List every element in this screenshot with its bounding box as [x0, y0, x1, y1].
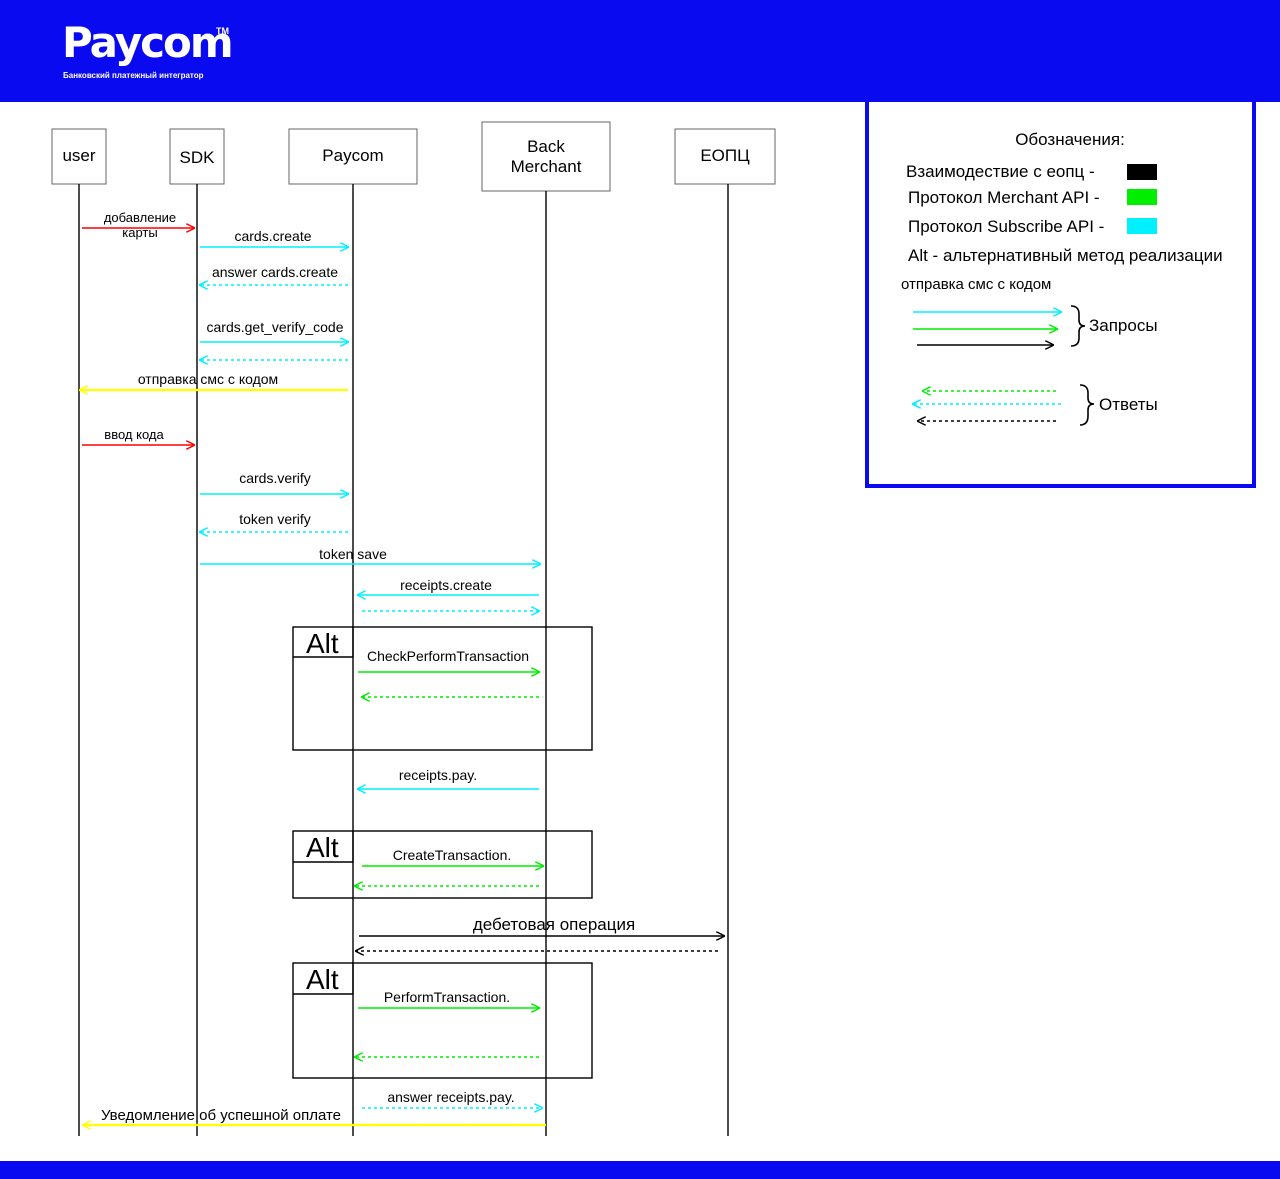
messages [80, 228, 724, 1125]
message-label: token save [319, 546, 387, 562]
participant-user: user [51, 128, 107, 185]
lifelines [78, 184, 729, 1136]
legend-swatch-merchant-api [1127, 189, 1157, 205]
message-label: receipts.create [400, 577, 492, 593]
trademark-mark: TM [216, 26, 229, 36]
legend-sms-note: отправка смс с кодом [901, 276, 1051, 293]
message-label: cards.get_verify_code [207, 319, 344, 335]
message-label: отправка смс с кодом [138, 371, 278, 387]
alt-frames: Alt Alt Alt [292, 626, 593, 1079]
message-label: Уведомление об успешной оплате [101, 1107, 341, 1124]
participant-sdk: SDK [169, 128, 225, 185]
legend-title: Обозначения: [1015, 130, 1125, 149]
message-label: answer receipts.pay. [387, 1089, 514, 1105]
header-banner: Paycom TM Банковский платежный интеграто… [0, 0, 1280, 102]
logo-subtitle: Банковский платежный интегратор [63, 71, 204, 80]
paycom-logo: Paycom [62, 18, 234, 67]
alt-frame: Alt [292, 830, 593, 899]
participant-eopc: ЕОПЦ [674, 128, 776, 185]
message-label: PerformTransaction. [384, 989, 510, 1005]
message-label: receipts.pay. [399, 767, 477, 783]
message-label: CheckPerformTransaction [367, 648, 529, 664]
footer-bar [0, 1161, 1280, 1179]
legend-label-merchant-api: Протокол Merchant API - [908, 188, 1100, 207]
alt-frame: Alt [292, 626, 593, 751]
legend: Обозначения: Взаимодествие с еопц - Прот… [865, 98, 1256, 488]
participant-label-eopc: ЕОПЦ [700, 146, 750, 165]
message-label: token verify [239, 511, 311, 527]
message-label: cards.verify [239, 470, 311, 486]
alt-frame-label: Alt [306, 832, 339, 863]
message-label: cards.create [234, 228, 311, 244]
responses-brace-icon [1079, 384, 1095, 426]
message-label: ввод кода [104, 427, 164, 442]
requests-brace-icon [1070, 305, 1086, 347]
alt-frame-label: Alt [306, 628, 339, 659]
message-label: answer cards.create [212, 264, 338, 280]
legend-frame [865, 98, 1256, 488]
legend-swatch-eopc [1127, 164, 1157, 180]
legend-responses-label: Ответы [1099, 395, 1158, 414]
legend-label-eopc: Взаимодествие с еопц - [906, 162, 1095, 181]
legend-requests-label: Запросы [1089, 316, 1158, 335]
message-label: CreateTransaction. [393, 847, 512, 863]
alt-frame-label: Alt [306, 964, 339, 995]
legend-alt-note: Alt - альтернативный метод реализации [908, 246, 1223, 265]
participant-label-sdk: SDK [180, 148, 216, 167]
alt-frame: Alt [292, 962, 593, 1079]
message-label: дебетовая операция [473, 915, 635, 934]
legend-label-subscribe-api: Протокол Subscribe API - [908, 217, 1104, 236]
legend-swatch-subscribe-api [1127, 218, 1157, 234]
participant-label-user: user [62, 146, 95, 165]
participant-paycom: Paycom [288, 128, 418, 185]
participant-label-paycom: Paycom [322, 146, 383, 165]
